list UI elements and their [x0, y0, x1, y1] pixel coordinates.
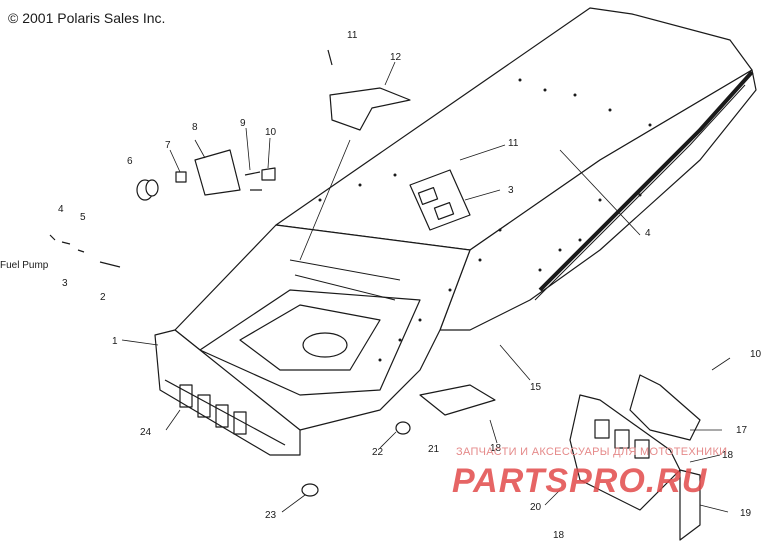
bracket-12 [329, 87, 411, 131]
label-7: 7 [165, 140, 171, 151]
label-10b: 10 [750, 349, 762, 360]
copyright-text: © 2001 Polaris Sales Inc. [8, 10, 166, 26]
label-12: 12 [390, 52, 402, 63]
label-3a: 3 [62, 278, 68, 289]
watermark-logo: PARTSPRO.RU [452, 462, 708, 500]
label-5: 5 [80, 212, 86, 223]
label-8: 8 [192, 122, 198, 133]
skid-plate-17 [629, 374, 701, 441]
label-fuel-pump: Fuel Pump [0, 260, 49, 271]
front-bumper [154, 329, 301, 456]
label-10a: 10 [265, 127, 277, 138]
label-20: 20 [530, 502, 542, 513]
label-18b: 18 [490, 443, 502, 454]
label-3b: 3 [508, 185, 514, 196]
label-21: 21 [428, 444, 440, 455]
label-22: 22 [372, 447, 384, 458]
nut-7 [175, 171, 187, 183]
label-11b: 11 [508, 138, 519, 149]
label-4b: 4 [645, 228, 651, 239]
label-15: 15 [530, 382, 542, 393]
bracket-3 [409, 169, 471, 231]
label-18c: 18 [553, 530, 565, 541]
watermark-tagline: ЗАПЧАСТИ И АКСЕССУАРЫ ДЛЯ МОТОТЕХНИКИ [456, 446, 728, 458]
label-11a: 11 [347, 30, 358, 41]
leader-lines [121, 61, 731, 513]
plug-22 [395, 421, 411, 435]
guard-19 [679, 469, 701, 541]
label-17: 17 [736, 425, 748, 436]
tunnel-rail [538, 70, 754, 292]
label-18a: 18 [722, 450, 734, 461]
rivet-dots [318, 78, 692, 362]
label-23: 23 [265, 510, 277, 521]
label-4a: 4 [58, 204, 64, 215]
plate-21 [419, 384, 496, 416]
bracket-8 [194, 149, 241, 196]
tunnel-side [439, 69, 757, 331]
label-9: 9 [240, 118, 246, 129]
label-19: 19 [740, 508, 752, 519]
label-6: 6 [127, 156, 133, 167]
nut-23 [301, 483, 319, 497]
label-1: 1 [112, 336, 118, 347]
label-2: 2 [100, 292, 106, 303]
lower-cover [569, 394, 681, 511]
label-24: 24 [140, 427, 152, 438]
